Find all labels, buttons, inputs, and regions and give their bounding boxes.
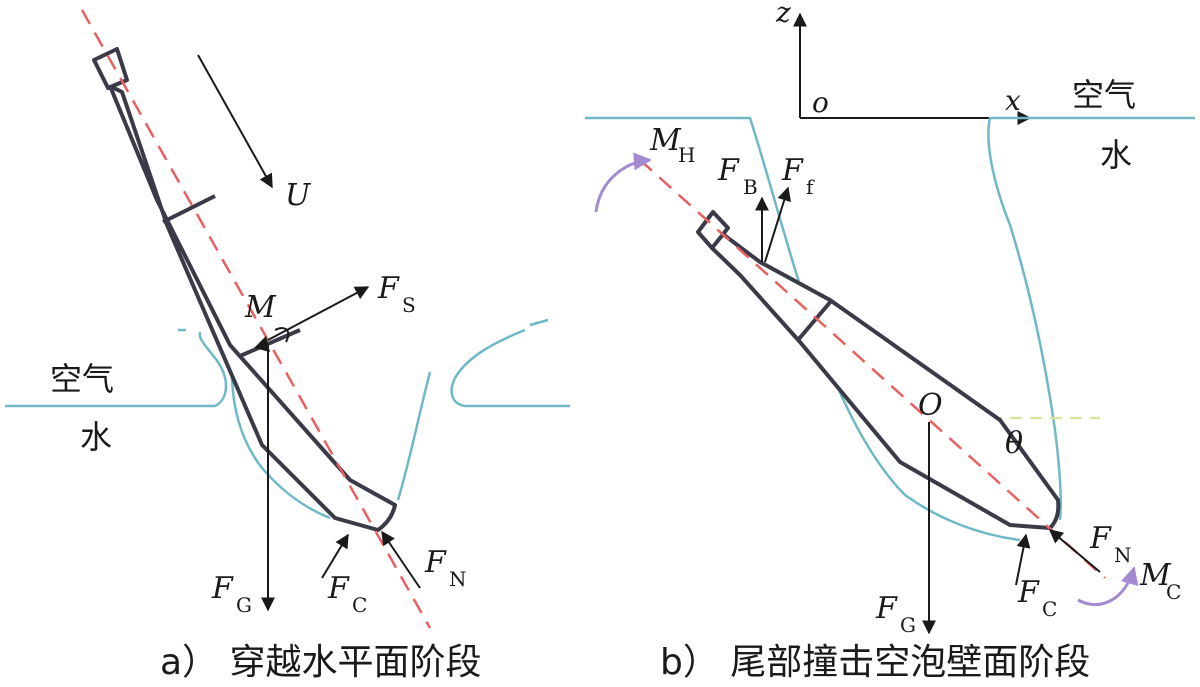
label-water-a: 水 [80, 418, 112, 456]
label-FN-b-sub: N [1114, 543, 1132, 567]
label-water-b: 水 [1100, 136, 1132, 174]
cavity-right-wall [396, 371, 432, 501]
label-MH-sub: H [678, 143, 695, 167]
label-FB-sub: B [743, 175, 758, 199]
label-O: O [918, 388, 943, 423]
label-theta: θ [1005, 426, 1023, 461]
label-FS: F [377, 271, 400, 306]
label-o: o [812, 86, 829, 119]
label-MH: M [649, 123, 682, 158]
arrow-FC-b [1015, 533, 1031, 586]
label-FN-a-sub: N [449, 567, 467, 591]
water-surface-b-left [585, 116, 1021, 542]
label-MC: M [1139, 558, 1172, 593]
moment-MH-arc [594, 152, 652, 213]
label-FC-a-sub: C [352, 593, 367, 617]
projectile-a-nose [92, 47, 129, 90]
label-FN-b: F [1089, 521, 1112, 556]
arrow-FN-b [1048, 529, 1101, 573]
projectile-a-body [108, 84, 397, 532]
label-MC-sub: C [1166, 580, 1181, 604]
projectile-a-divider-1 [162, 194, 216, 224]
label-FG-b-sub: G [900, 613, 916, 637]
splash-right [529, 318, 549, 327]
panel-a: U F S M F G F C F N 空气 水 a） 穿越水平面阶段 [5, 9, 570, 683]
water-surface-left [5, 331, 228, 408]
water-surface-b-right [987, 116, 1195, 521]
label-air-a: 空气 [50, 360, 114, 398]
label-FG-a: F [211, 571, 234, 606]
label-FN-a: F [424, 545, 447, 580]
arrow-U [197, 54, 273, 189]
label-air-b: 空气 [1072, 76, 1136, 114]
projectile-b-divider [796, 298, 834, 342]
label-FB: F [717, 153, 740, 188]
label-U: U [285, 178, 312, 213]
label-Ff: F [781, 153, 804, 188]
label-FC-b: F [1017, 575, 1040, 610]
label-z: z [775, 0, 791, 29]
moment-a-head [254, 336, 270, 352]
moment-MC-arc [1077, 566, 1139, 606]
label-Ff-sub: f [806, 175, 815, 199]
projectile-a-axis [80, 9, 432, 629]
caption-b: b） 尾部撞击空泡壁面阶段 [660, 642, 1090, 683]
panel-b: z o x M H F B F f O F G θ F [585, 0, 1195, 683]
arrow-Ff [764, 186, 791, 263]
label-M: M [244, 290, 277, 325]
label-FS-sub: S [402, 293, 416, 317]
label-FG-a-sub: G [236, 593, 252, 617]
label-FG-b: F [875, 591, 898, 626]
arrow-FC-a [321, 533, 349, 579]
projectile-b-nose [696, 210, 730, 250]
water-surface-right [450, 328, 570, 408]
projectile-b-body [710, 230, 1061, 530]
label-FC-a: F [327, 571, 350, 606]
caption-a: a） 穿越水平面阶段 [160, 642, 482, 683]
arrow-FS [267, 286, 370, 341]
cavity-left-wall [230, 371, 331, 520]
label-FC-b-sub: C [1042, 597, 1057, 621]
label-x: x [1005, 84, 1021, 117]
moment-a-arc [274, 327, 290, 343]
arrow-FN-a [381, 530, 421, 589]
projectile-b-axis [639, 159, 1106, 579]
projectile-a-divider-2 [239, 328, 301, 358]
